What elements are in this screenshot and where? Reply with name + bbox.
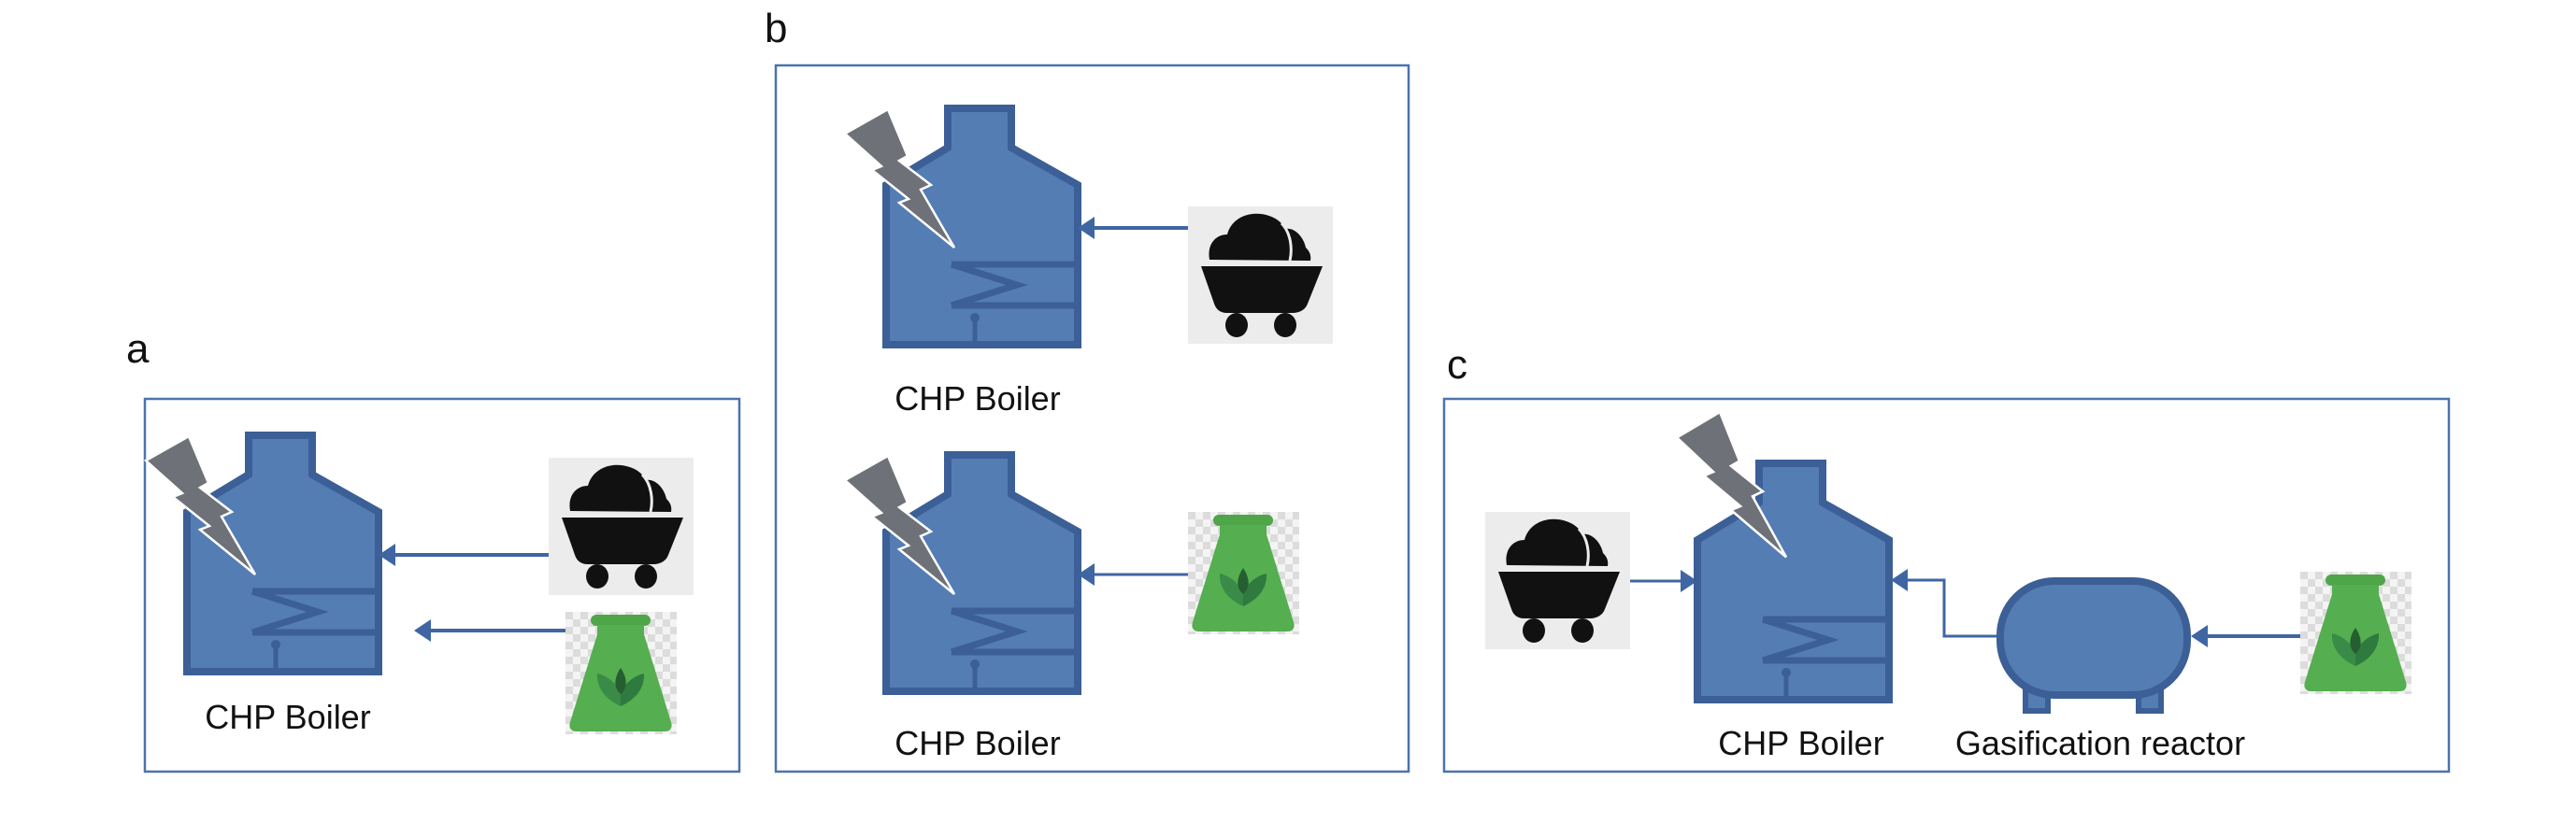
panel-b: b CHP Boiler CHP Boiler [765,6,1410,773]
biomass-flask-icon [1188,512,1299,634]
syngas-flow-arrow [1891,569,1998,638]
coal-cart-icon [1186,205,1335,346]
coal-flow-arrow [379,544,549,566]
chp-boiler-icon [886,455,1078,691]
panel-a-frame [143,397,741,773]
chp-boiler-label: CHP Boiler [205,698,370,736]
biomass-flask-icon [565,612,677,734]
panel-letter-b: b [765,6,787,51]
chp-boiler-icon [187,435,379,672]
biomass-flow-arrow [2191,625,2300,647]
panel-c-frame [1442,397,2451,773]
coal-flow-arrow [1630,570,1697,592]
coal-cart-icon [1483,510,1632,651]
gasification-reactor-label: Gasification reactor [1955,724,2245,762]
panel-b-frame [774,64,1410,773]
chp-boiler-coal-label: CHP Boiler [894,379,1060,418]
panel-letter-c: c [1447,342,1467,388]
chp-boiler-icon [1697,463,1889,700]
panel-a: a CHP Boiler [126,326,741,773]
panel-letter-a: a [126,326,150,372]
coal-cart-icon [547,456,695,597]
panel-c: c CHP Boiler Gasification reactor [1442,342,2451,773]
chp-boiler-label: CHP Boiler [1718,724,1883,762]
chp-boiler-biomass-label: CHP Boiler [894,724,1060,762]
gasification-reactor-icon [1996,577,2191,714]
chp-boiler-icon [886,108,1078,345]
biomass-flask-icon [2300,572,2411,694]
biomass-flow-arrow [1078,563,1188,586]
coal-flow-arrow [1078,217,1188,239]
biomass-flow-arrow [414,619,565,642]
